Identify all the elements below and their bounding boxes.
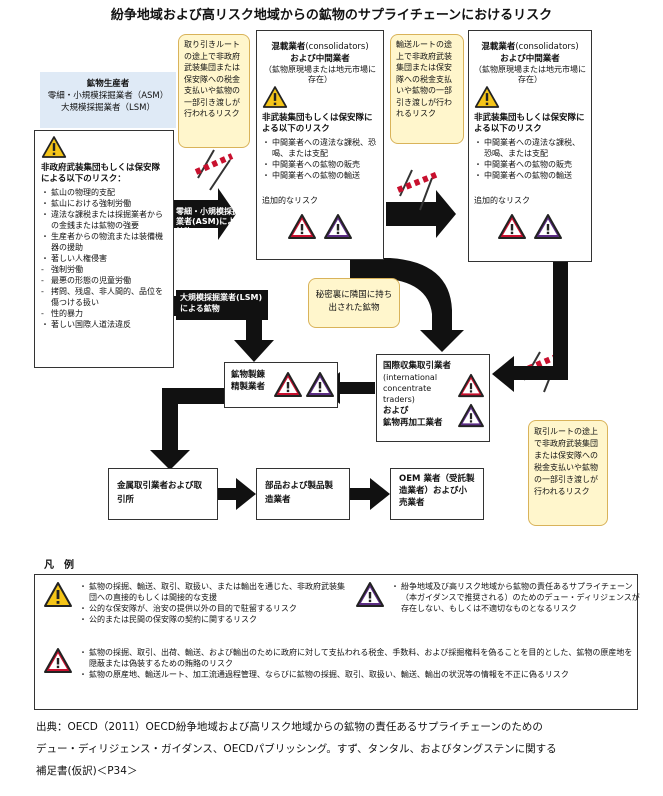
parts-to-oem-arrow: [350, 478, 390, 510]
oem-label: OEM 業者（受託製造業者）および小売業者: [399, 474, 475, 508]
metal-to-parts-arrow: [218, 478, 256, 510]
trader2-risk-item: 中間業者への鉱物の販売: [474, 159, 586, 170]
trader-arrow-1: [386, 190, 456, 238]
legend-red-item: 鉱物の原産地、輸送ルート、加工流通過程管理、ならびに鉱物の採掘、取引、取扱い、輸…: [79, 669, 637, 680]
warning-purple-icon: [355, 581, 385, 608]
risk-subitem: 最悪の形態の児童労働: [41, 275, 167, 286]
parts-maker-box: 部品および製品製造業者: [256, 468, 350, 520]
producers-heading: 鉱物生産者: [86, 79, 130, 89]
legend-purple-item: 紛争地域及び高リスク地域から鉱物の責任あるサプライチェーン（本ガイダンスで推奨さ…: [391, 581, 641, 614]
producer-risk-box: 非政府武装集団もしくは保安隊による以下のリスク： 鉱山の物理的支配 鉱山における…: [34, 130, 174, 368]
trader1-risk-item: 中間業者への違法な課税、恐喝、または支配: [262, 137, 378, 159]
risk-subitem: 性的暴力: [41, 308, 167, 319]
producers-asm: 零細・小規模採掘業者（ASM）: [47, 91, 169, 101]
trader2-title-en: (consolidators): [515, 42, 579, 52]
callout-trade-route-risk: 取引ルートの途上で非政府武装集団または保安隊への税金支払いや鉱物の一部引き渡しが…: [528, 420, 608, 526]
risk-item: 鉱山の物理的支配: [41, 187, 167, 198]
smelter-box: 鉱物製錬精製業者: [224, 362, 338, 408]
callout-smuggled: 秘密裏に隣国に持ち出された鉱物: [308, 278, 400, 328]
risk-item: 著しい人権侵害: [41, 253, 167, 264]
intl-trader-en: (international concentrate traders): [383, 373, 438, 404]
legend-box: 鉱物の採掘、輸送、取引、取扱い、または輸出を通じた、非政府武装集団への直接的もし…: [34, 574, 641, 710]
parts-maker-label: 部品および製品製造業者: [265, 481, 334, 505]
source-line: デュー・ディリジェンス・ガイダンス、OECDパブリッシング。すず、タンタル、およ…: [36, 743, 557, 755]
trader1-sub: （鉱物原現場または地元市場に存在）: [264, 65, 376, 84]
trader1-risk-item: 中間業者への鉱物の販売: [262, 159, 378, 170]
warning-yellow-icon: [43, 581, 73, 608]
warning-yellow-icon: [41, 135, 67, 159]
trader2-header: 混載業者(consolidators) および中間業者 （鉱物原現場または地元市…: [474, 34, 586, 85]
risk-item: 著しい国際人道法違反: [41, 319, 167, 330]
warning-red-icon: [457, 373, 485, 398]
warning-red-icon: [43, 647, 73, 674]
trader2-risk-heading: 非武装集団もしくは保安隊による以下のリスク: [474, 113, 585, 134]
intl-trader-reprocessor: 鉱物再加工業者: [383, 418, 443, 428]
warning-yellow-icon: [262, 85, 288, 109]
trader2-down-arrow: [492, 262, 568, 392]
consolidator-box-1: 混載業者(consolidators) および中間業者 （鉱物原現場または地元市…: [256, 30, 384, 260]
trader2-extra: 追加的なリスク: [474, 196, 530, 205]
legend-yellow-item: 公的な保安隊が、治安の提供以外の目的で駐留するリスク: [79, 603, 349, 614]
risk-item: 鉱山における強制労働: [41, 198, 167, 209]
lsm-arrow-label: 大規模採掘業者(LSM)による鉱物: [180, 293, 263, 313]
warning-purple-icon: [533, 213, 563, 240]
barrier-icon: [396, 169, 440, 211]
mineral-producers-header: 鉱物生産者 零細・小規模採掘業者（ASM） 大規模採掘業者（LSM）: [40, 72, 176, 128]
trader1-title2: および中間業者: [290, 54, 350, 64]
trader2-title2: および中間業者: [500, 54, 560, 64]
smelter-label: 鉱物製錬精製業者: [231, 370, 266, 392]
diagram-title: 紛争地域および高リスク地域からの鉱物のサプライチェーンにおけるリスク: [110, 8, 553, 23]
trader2-title: 混載業者: [481, 42, 516, 52]
warning-red-icon: [497, 213, 527, 240]
callout-route-risk: 取り引きルートの途上で非政府武装集団または保安隊への税金支払いや鉱物の一部引き渡…: [178, 34, 250, 148]
trader2-risk-item: 中間業者への鉱物の輸送: [474, 170, 586, 181]
intl-trader-box: 国際収集取引業者 (international concentrate trad…: [376, 354, 490, 442]
producers-lsm: 大規模採掘業者（LSM）: [61, 103, 155, 113]
trader1-risk-item: 中間業者への鉱物の輸送: [262, 170, 378, 181]
callout-transport-risk: 輸送ルートの途上で非政府武装集団または保安隊への税金支払いや鉱物の一部引き渡しが…: [390, 34, 464, 144]
curve-arrow: [372, 258, 464, 352]
trader1-extra: 追加的なリスク: [262, 196, 318, 205]
metal-trader-box: 金属取引業者および取引所: [108, 468, 218, 520]
source-line: 出典：OECD（2011）OECD紛争地域および高リスク地域からの鉱物の責任ある…: [36, 721, 543, 733]
asm-arrow-label: 零細・小規模採掘業者(ASM)による鉱物: [176, 207, 243, 236]
oem-box: OEM 業者（受託製造業者）および小売業者: [390, 468, 484, 520]
trader2-sub: （鉱物原現場または地元市場に存在）: [474, 65, 586, 84]
warning-purple-icon: [457, 403, 485, 428]
consolidator-box-2: 混載業者(consolidators) および中間業者 （鉱物原現場または地元市…: [468, 30, 592, 262]
risk-item: 生産者からの物流または装備機器の援助: [41, 231, 167, 253]
trader1-title-en: (consolidators): [305, 42, 369, 52]
source-line: 補足書(仮訳)＜P34＞: [36, 765, 138, 777]
risk-item: 違法な課税または採掘業者からの金銭または鉱物の強要: [41, 209, 167, 231]
trader1-risk-heading: 非武装集団もしくは保安隊による以下のリスク: [262, 113, 373, 134]
warning-yellow-icon: [474, 85, 500, 109]
warning-purple-icon: [323, 213, 353, 240]
intl-trader-and: および: [383, 406, 409, 416]
intl-trader-title: 国際収集取引業者: [383, 361, 452, 371]
barrier-icon: [194, 149, 234, 191]
legend-title: 凡 例: [44, 560, 74, 571]
trader1-header: 混載業者(consolidators) および中間業者 （鉱物原現場または地元市…: [262, 34, 378, 85]
lsm-label-bg: [176, 290, 268, 320]
risk-subitem: 拷問、残虐、非人間的、品位を傷つける扱い: [41, 286, 167, 308]
smelter-down-arrow: [150, 388, 226, 470]
risk-subitem: 強制労働: [41, 264, 167, 275]
asm-arrow: [172, 188, 236, 240]
trader2-risk-item: 中間業者への違法な課税、恐喝、または支配: [474, 137, 586, 159]
legend-red-item: 鉱物の採掘、取引、出荷、輸送、および輸出のために政府に対して支払われる税金、手数…: [79, 647, 637, 669]
producer-risk-heading: 非政府武装集団もしくは保安隊による以下のリスク：: [41, 163, 161, 184]
legend-yellow-item: 公的または民間の保安隊の契約に関するリスク: [79, 614, 349, 625]
warning-red-icon: [273, 371, 303, 398]
source-note: 出典：OECD（2011）OECD紛争地域および高リスク地域からの鉱物の責任ある…: [36, 716, 656, 782]
warning-red-icon: [287, 213, 317, 240]
legend-yellow-item: 鉱物の採掘、輸送、取引、取扱い、または輸出を通じた、非政府武装集団への直接的もし…: [79, 581, 349, 603]
warning-purple-icon: [305, 371, 335, 398]
trader1-title: 混載業者: [271, 42, 306, 52]
metal-trader-label: 金属取引業者および取引所: [117, 481, 203, 505]
